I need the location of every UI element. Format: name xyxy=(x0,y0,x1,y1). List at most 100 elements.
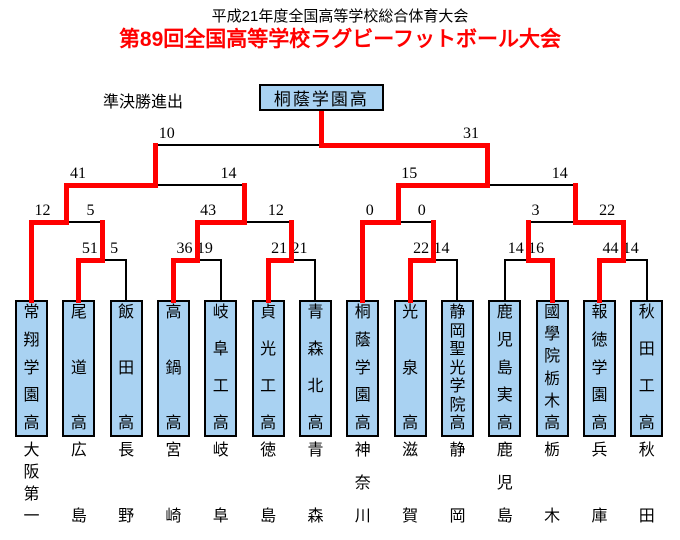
winner-path-line xyxy=(360,219,366,303)
winner-path-line xyxy=(318,142,490,148)
team-name-char: 児 xyxy=(496,331,513,349)
score-label: 5 xyxy=(110,240,119,257)
semifinal-advance-label: 準決勝進出 xyxy=(103,94,184,111)
team-name-char: 実 xyxy=(496,387,513,405)
team-box-7: 桐蔭学園高 xyxy=(346,300,380,437)
prefecture-char: 児 xyxy=(496,475,513,492)
score-label: 12 xyxy=(267,202,284,219)
prefecture-char: 島 xyxy=(260,508,277,525)
team-box-1: 尾道高 xyxy=(62,300,96,437)
winner-path-line xyxy=(395,182,490,188)
score-label: 14 xyxy=(433,240,450,257)
prefecture-char: 宮 xyxy=(165,442,182,459)
winner-path-line xyxy=(194,219,247,225)
team-name-char: 学 xyxy=(591,359,608,377)
team-name-char: 木 xyxy=(544,392,561,410)
prefecture-label-3: 宮崎 xyxy=(163,443,183,525)
team-name-char: 光 xyxy=(402,304,419,321)
team-name-char: 高 xyxy=(165,415,182,432)
prefecture-char: 静 xyxy=(449,442,466,459)
prefecture-char: 阪 xyxy=(23,464,40,481)
team-name-char: 飯 xyxy=(118,304,135,321)
tournament-year-title: 平成21年度全国高等学校総合体育大会 xyxy=(211,8,469,25)
team-name-char: 高 xyxy=(307,415,324,432)
prefecture-char: 賀 xyxy=(402,508,419,525)
team-name-char: 学 xyxy=(23,359,40,377)
team-name-char: 報 xyxy=(591,304,608,321)
tournament-main-title: 第89回全国高等学校ラグビーフットボール大会 xyxy=(118,28,562,51)
winner-path-line xyxy=(170,257,176,303)
winner-path-line xyxy=(99,219,105,263)
team-name-char: 岐 xyxy=(212,304,229,321)
score-label: 14 xyxy=(622,240,639,257)
prefecture-char: 木 xyxy=(544,508,561,525)
bracket-line xyxy=(503,260,506,302)
score-label: 5 xyxy=(86,202,95,219)
team-name-char: 田 xyxy=(638,341,655,358)
bracket-line xyxy=(219,260,222,302)
score-label: 31 xyxy=(463,125,480,142)
winner-path-line xyxy=(29,219,70,225)
winner-path-line xyxy=(431,219,437,263)
team-name-char: 貞 xyxy=(260,304,277,321)
prefecture-char: 兵 xyxy=(591,442,608,459)
score-label: 41 xyxy=(69,165,86,182)
team-name-char: 光 xyxy=(449,359,466,377)
team-name-char: 園 xyxy=(354,387,371,405)
team-name-char: 常 xyxy=(23,304,40,321)
team-name-char: 徳 xyxy=(591,331,608,349)
team-box-6: 青森北高 xyxy=(298,300,332,437)
team-name-char: 高 xyxy=(591,415,608,432)
team-box-4: 岐阜工高 xyxy=(204,300,238,437)
team-name-char: 秋 xyxy=(638,304,655,321)
prefecture-char: 長 xyxy=(118,442,135,459)
winner-path-line xyxy=(64,182,70,225)
prefecture-char: 島 xyxy=(70,508,87,525)
prefecture-char: 野 xyxy=(118,508,135,525)
score-label: 51 xyxy=(81,240,98,257)
prefecture-label-12: 兵庫 xyxy=(589,443,609,525)
prefecture-char: 広 xyxy=(70,442,87,459)
team-name-char: 高 xyxy=(118,415,135,432)
prefecture-char: 島 xyxy=(496,508,513,525)
team-box-3: 高鍋高 xyxy=(156,300,190,437)
team-name-char: 高 xyxy=(402,415,419,432)
winner-path-line xyxy=(596,257,626,263)
team-name-char: 森 xyxy=(307,341,324,358)
team-name-char: 島 xyxy=(496,359,513,377)
winner-path-line xyxy=(241,182,247,225)
score-label: 14 xyxy=(507,240,524,257)
team-name-char: 岡 xyxy=(449,322,466,340)
team-name-char: 高 xyxy=(70,415,87,432)
prefecture-label-6: 青森 xyxy=(305,443,325,525)
team-name-char: 青 xyxy=(307,304,324,321)
prefecture-label-10: 鹿児島 xyxy=(495,443,515,525)
team-name-char: 工 xyxy=(260,378,277,395)
team-name-char: 桐 xyxy=(354,304,371,321)
team-name-char: 田 xyxy=(118,359,135,377)
team-name-char: 聖 xyxy=(449,341,466,358)
team-name-char: 工 xyxy=(638,378,655,395)
team-name-char: 阜 xyxy=(212,341,229,358)
prefecture-label-9: 静岡 xyxy=(447,443,467,525)
score-label: 36 xyxy=(176,240,193,257)
prefecture-char: 栃 xyxy=(544,442,561,459)
team-name-char: 学 xyxy=(449,378,466,395)
team-name-char: 鹿 xyxy=(496,304,513,321)
prefecture-label-11: 栃木 xyxy=(542,443,562,525)
prefecture-char: 第 xyxy=(23,486,40,503)
score-label: 22 xyxy=(413,240,430,257)
score-label: 12 xyxy=(34,202,51,219)
team-name-char: 高 xyxy=(544,414,561,432)
winner-path-line xyxy=(407,257,413,303)
team-name-char: 学 xyxy=(354,359,371,377)
score-label: 21 xyxy=(271,240,288,257)
prefecture-char: 岡 xyxy=(449,508,466,525)
team-name-char: 園 xyxy=(591,387,608,405)
winner-path-line xyxy=(265,257,295,263)
bracket-line xyxy=(314,260,317,302)
team-name-char: 道 xyxy=(70,359,87,377)
team-name-char: 國 xyxy=(544,304,561,321)
score-label: 14 xyxy=(220,165,237,182)
